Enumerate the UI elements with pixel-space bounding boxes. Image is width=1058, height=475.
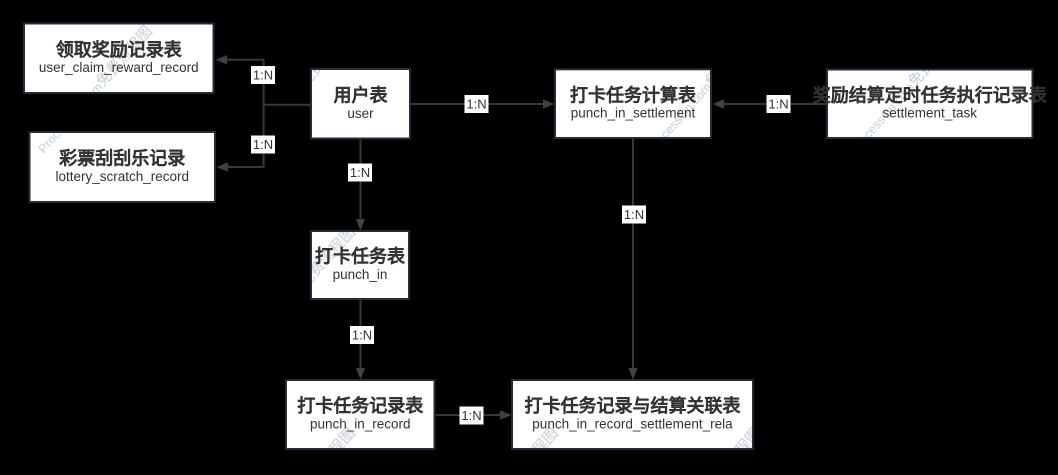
svg-text:settlement_task: settlement_task — [882, 106, 977, 121]
svg-text:1:N: 1:N — [768, 97, 788, 112]
svg-text:打卡任务计算表: 打卡任务计算表 — [570, 85, 696, 105]
svg-text:打卡任务记录与结算关联表: 打卡任务记录与结算关联表 — [525, 396, 741, 416]
svg-text:1:N: 1:N — [253, 68, 273, 83]
svg-text:1:N: 1:N — [352, 328, 372, 343]
svg-text:punch_in_record: punch_in_record — [310, 417, 411, 432]
svg-text:奖励结算定时任务执行记录表: 奖励结算定时任务执行记录表 — [813, 85, 1047, 105]
svg-text:1:N: 1:N — [624, 207, 644, 222]
svg-text:user: user — [347, 106, 374, 121]
svg-text:user_claim_reward_record: user_claim_reward_record — [39, 60, 199, 75]
svg-text:punch_in: punch_in — [333, 267, 388, 282]
svg-text:领取奖励记录表: 领取奖励记录表 — [56, 40, 182, 60]
svg-text:彩票刮刮乐记录: 彩票刮刮乐记录 — [59, 149, 185, 169]
svg-text:punch_in_settlement: punch_in_settlement — [571, 106, 696, 121]
svg-text:1:N: 1:N — [350, 165, 370, 180]
svg-text:1:N: 1:N — [466, 97, 486, 112]
svg-text:打卡任务记录表: 打卡任务记录表 — [297, 396, 423, 416]
svg-text:1:N: 1:N — [461, 408, 481, 423]
svg-text:lottery_scratch_record: lottery_scratch_record — [55, 169, 189, 184]
svg-text:1:N: 1:N — [253, 137, 273, 152]
svg-text:用户表: 用户表 — [334, 85, 388, 105]
svg-text:punch_in_record_settlement_rel: punch_in_record_settlement_rela — [532, 417, 733, 432]
svg-text:打卡任务表: 打卡任务表 — [315, 247, 405, 267]
